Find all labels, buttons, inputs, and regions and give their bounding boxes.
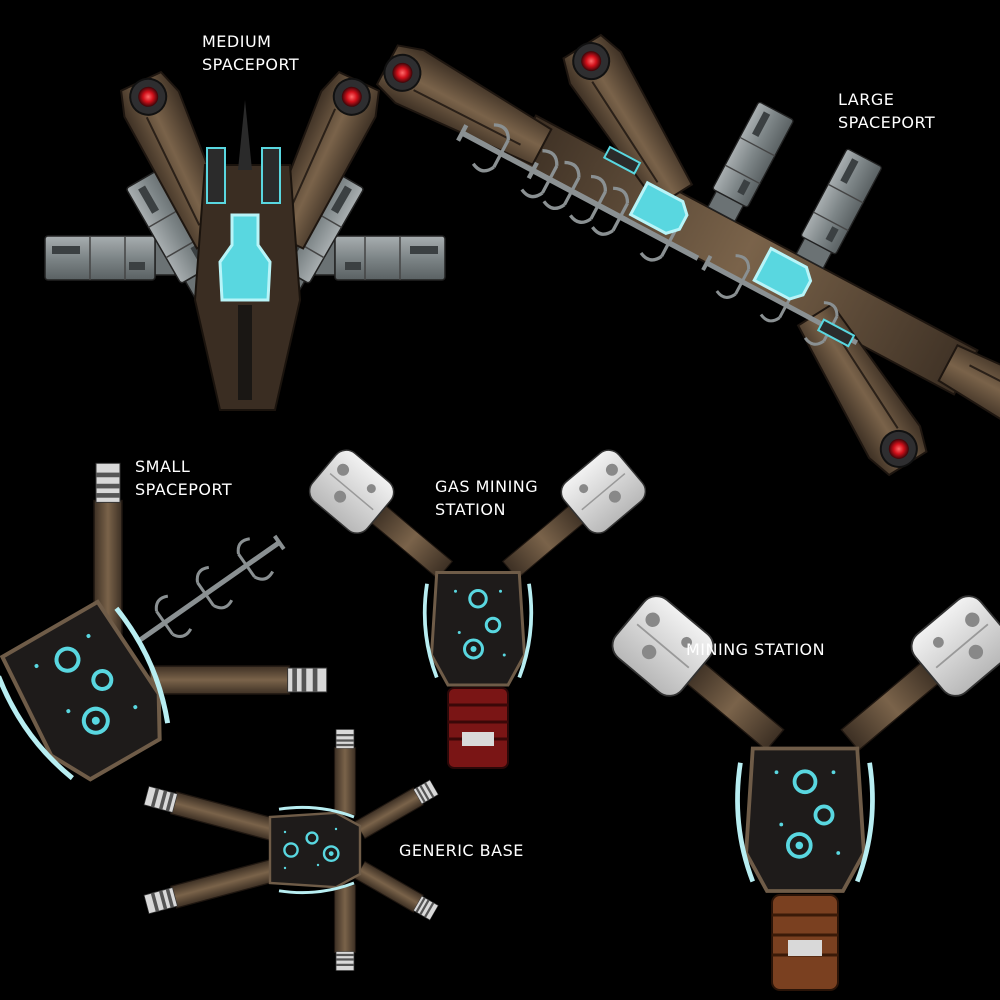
label-small-spaceport: SMALL SPACEPORT xyxy=(135,457,233,499)
generic-base-sprite xyxy=(143,728,440,972)
label-generic-base: GENERIC BASE xyxy=(399,841,524,860)
medium-spaceport-sprite xyxy=(44,66,446,411)
label-large-spaceport: LARGE SPACEPORT xyxy=(838,90,936,132)
large-spaceport-sprite xyxy=(371,28,1000,482)
label-medium-spaceport: MEDIUM SPACEPORT xyxy=(202,32,300,74)
label-mining-station: MINING STATION xyxy=(686,640,826,659)
mining-station-sprite xyxy=(605,588,1000,991)
gas-mining-station-sprite xyxy=(303,443,652,769)
small-spaceport-sprite xyxy=(0,462,328,794)
label-gas-mining-station: GAS MINING STATION xyxy=(435,477,539,519)
